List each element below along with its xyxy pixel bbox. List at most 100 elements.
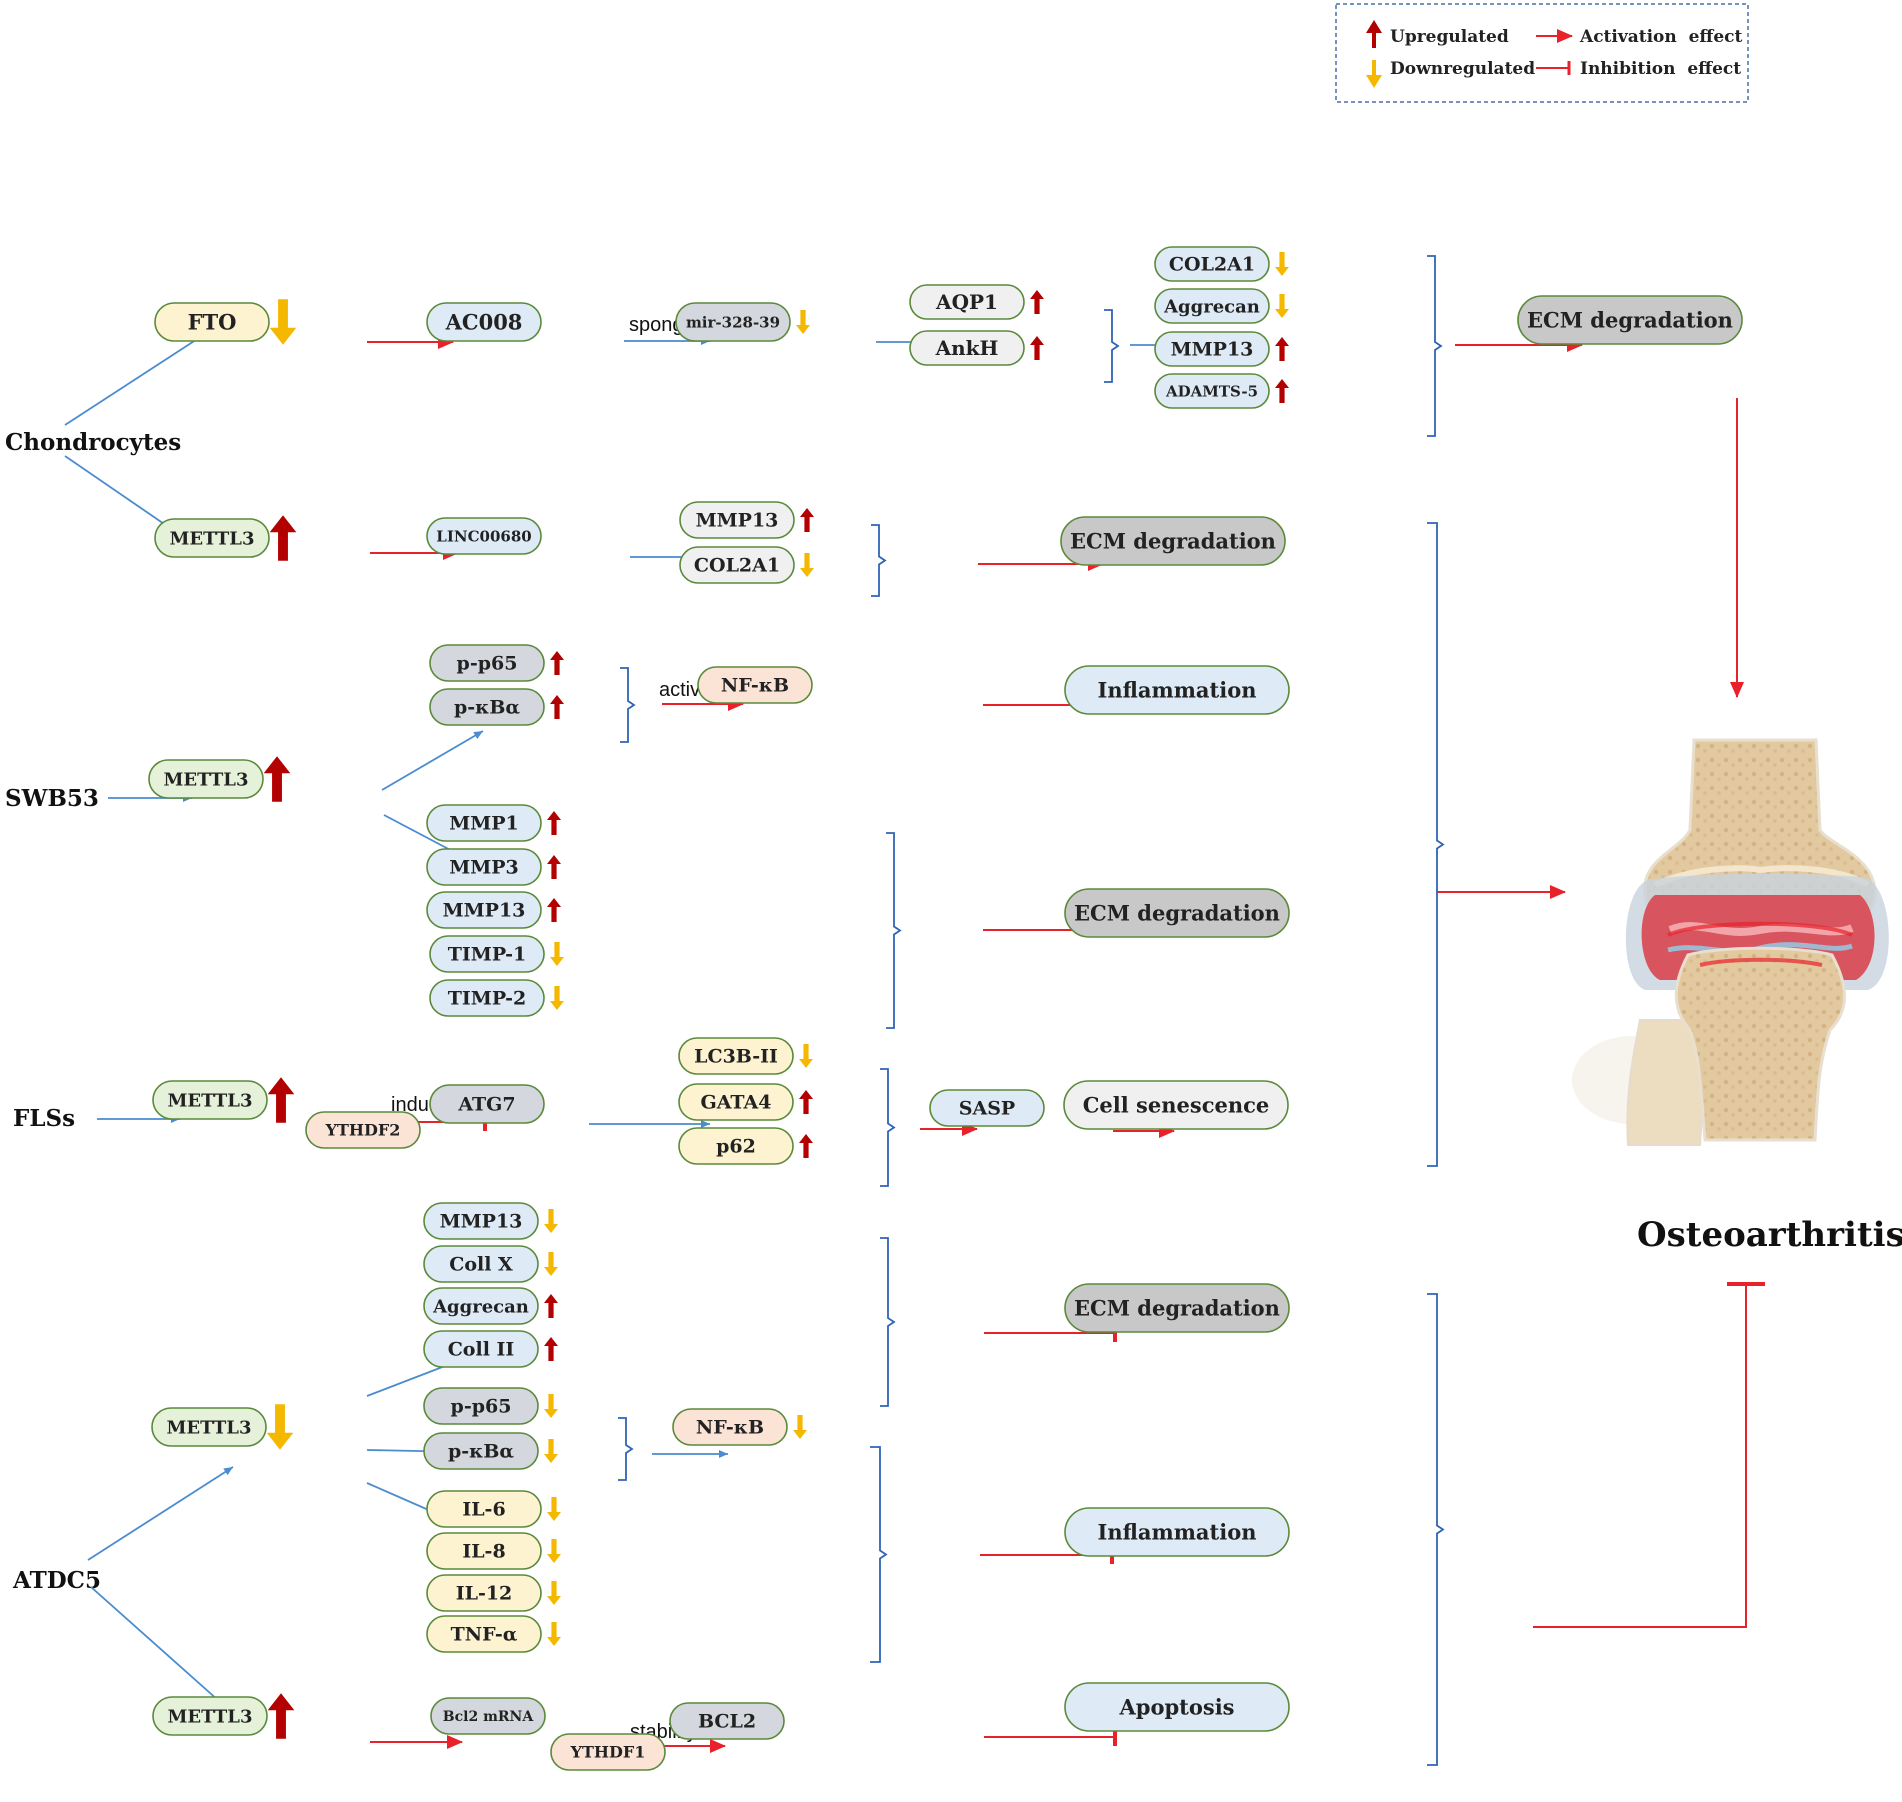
node-label: METTL3 bbox=[168, 1090, 253, 1111]
bracket-ecm-markers-top bbox=[1427, 255, 1443, 437]
down-arrow-icon bbox=[550, 942, 564, 966]
up-arrow-icon bbox=[799, 1090, 813, 1114]
down-arrow-icon bbox=[793, 1415, 807, 1439]
down-arrow-icon bbox=[547, 1497, 561, 1521]
legend-downregulated-label: Downregulated bbox=[1390, 59, 1535, 79]
node-lc3b: LC3B-II bbox=[678, 1037, 794, 1075]
node-mmp13-d: MMP13 bbox=[423, 1202, 539, 1240]
node-linc: LINC00680 bbox=[426, 517, 542, 555]
up-arrow-icon bbox=[267, 1077, 295, 1123]
node-label: LC3B-II bbox=[694, 1046, 778, 1068]
node-inflam-d: Inflammation bbox=[1064, 1507, 1290, 1557]
node-pp65-a: p-p65 bbox=[429, 644, 545, 682]
down-arrow-icon bbox=[799, 1044, 813, 1068]
node-label: p-p65 bbox=[457, 653, 518, 675]
knee-joint-illustration bbox=[1572, 738, 1889, 1146]
node-mettl3-b: METTL3 bbox=[148, 759, 264, 799]
regulation-arrows bbox=[263, 252, 1289, 1739]
node-ankh: AnkH bbox=[909, 330, 1025, 366]
cell-label-swb53: SWB53 bbox=[5, 785, 99, 812]
node-mmp13-a: MMP13 bbox=[1154, 331, 1270, 367]
legend-inhibition-label: Inhibition effect bbox=[1580, 59, 1741, 79]
node-label: YTHDF1 bbox=[570, 1743, 646, 1762]
node-label: SASP bbox=[959, 1098, 1015, 1120]
node-mir: mir-328-39 bbox=[675, 302, 791, 342]
node-label: Bcl2 mRNA bbox=[443, 1709, 535, 1725]
node-ecm-top: ECM degradation bbox=[1517, 295, 1743, 345]
bracket-atdc5-outcomes bbox=[1427, 1293, 1445, 1766]
down-arrow-icon bbox=[544, 1209, 558, 1233]
bracket-lc3b-gata4-p62 bbox=[880, 1068, 896, 1187]
node-label: IL-6 bbox=[462, 1499, 505, 1521]
node-label: IL-8 bbox=[462, 1541, 505, 1563]
node-label: AnkH bbox=[935, 336, 999, 360]
node-mettl3-d: METTL3 bbox=[151, 1407, 267, 1447]
bracket-linc-targets bbox=[871, 524, 887, 597]
connectors bbox=[64, 333, 1765, 1753]
node-label: Inflammation bbox=[1098, 677, 1257, 702]
node-label: AQP1 bbox=[935, 290, 998, 314]
up-arrow-icon bbox=[547, 898, 561, 922]
node-aqp1: AQP1 bbox=[909, 284, 1025, 320]
node-label: METTL3 bbox=[170, 528, 255, 549]
bracket-p65-pkba-a bbox=[620, 667, 636, 743]
down-arrow-icon bbox=[547, 1622, 561, 1646]
node-label: GATA4 bbox=[701, 1092, 772, 1114]
node-tnfa: TNF-α bbox=[426, 1615, 542, 1653]
cell-label-flss: FLSs bbox=[13, 1105, 75, 1132]
node-label: ECM degradation bbox=[1074, 1295, 1280, 1320]
legend-activation-label: Activation effect bbox=[1579, 27, 1743, 47]
node-il6: IL-6 bbox=[426, 1490, 542, 1528]
node-label: Apoptosis bbox=[1119, 1694, 1235, 1719]
node-label: METTL3 bbox=[168, 1706, 253, 1727]
node-apoptosis: Apoptosis bbox=[1064, 1682, 1290, 1732]
node-label: TIMP-2 bbox=[448, 988, 526, 1010]
node-mmp13-c: MMP13 bbox=[426, 891, 542, 929]
node-label: ATG7 bbox=[457, 1094, 515, 1116]
node-label: Aggrecan bbox=[1163, 296, 1260, 317]
node-label: ADAMTS-5 bbox=[1165, 382, 1258, 400]
node-label: Coll II bbox=[448, 1339, 515, 1361]
node-label: NF-κB bbox=[721, 675, 789, 697]
node-sasp: SASP bbox=[929, 1089, 1045, 1127]
node-label: METTL3 bbox=[167, 1417, 252, 1438]
node-label: TIMP-1 bbox=[448, 944, 526, 966]
node-aggrecan-a: Aggrecan bbox=[1154, 288, 1270, 324]
node-label: Coll X bbox=[449, 1254, 513, 1276]
bracket-p65-pkba-d bbox=[618, 1417, 634, 1481]
node-collx: Coll X bbox=[423, 1245, 539, 1283]
down-arrow-icon bbox=[544, 1252, 558, 1276]
down-arrow-icon bbox=[796, 310, 810, 334]
node-pkba-a: p-κBα bbox=[429, 688, 545, 726]
node-gata4: GATA4 bbox=[678, 1083, 794, 1121]
down-arrow-icon bbox=[547, 1539, 561, 1563]
flow-arrow bbox=[381, 730, 484, 791]
node-label: ECM degradation bbox=[1070, 528, 1276, 553]
down-arrow-icon bbox=[1275, 252, 1289, 276]
node-il12: IL-12 bbox=[426, 1574, 542, 1612]
node-label: p-κBα bbox=[448, 1441, 514, 1463]
node-col2a1-b: COL2A1 bbox=[679, 546, 795, 584]
node-label: COL2A1 bbox=[694, 555, 780, 577]
down-arrow-icon bbox=[269, 299, 297, 345]
node-inflam-a: Inflammation bbox=[1064, 665, 1290, 715]
node-label: p62 bbox=[716, 1136, 756, 1158]
node-label: Cell senescence bbox=[1083, 1092, 1270, 1117]
down-arrow-icon bbox=[547, 1581, 561, 1605]
node-ythdf1: YTHDF1 bbox=[550, 1733, 666, 1771]
up-arrow-icon bbox=[1030, 290, 1044, 314]
node-bcl2: BCL2 bbox=[669, 1702, 785, 1740]
node-senescence: Cell senescence bbox=[1063, 1080, 1289, 1130]
up-arrow-icon bbox=[1275, 379, 1289, 403]
node-label: NF-κB bbox=[696, 1417, 764, 1439]
node-mmp3: MMP3 bbox=[426, 848, 542, 886]
up-arrow-icon bbox=[547, 855, 561, 879]
node-label: COL2A1 bbox=[1169, 254, 1255, 276]
legend-inhibition-icon bbox=[1536, 61, 1571, 75]
legend-box bbox=[1335, 3, 1749, 103]
node-label: p-p65 bbox=[451, 1396, 512, 1418]
osteoarthritis-title: Osteoarthritis bbox=[1637, 1215, 1902, 1255]
node-pkba-d: p-κBα bbox=[423, 1432, 539, 1470]
